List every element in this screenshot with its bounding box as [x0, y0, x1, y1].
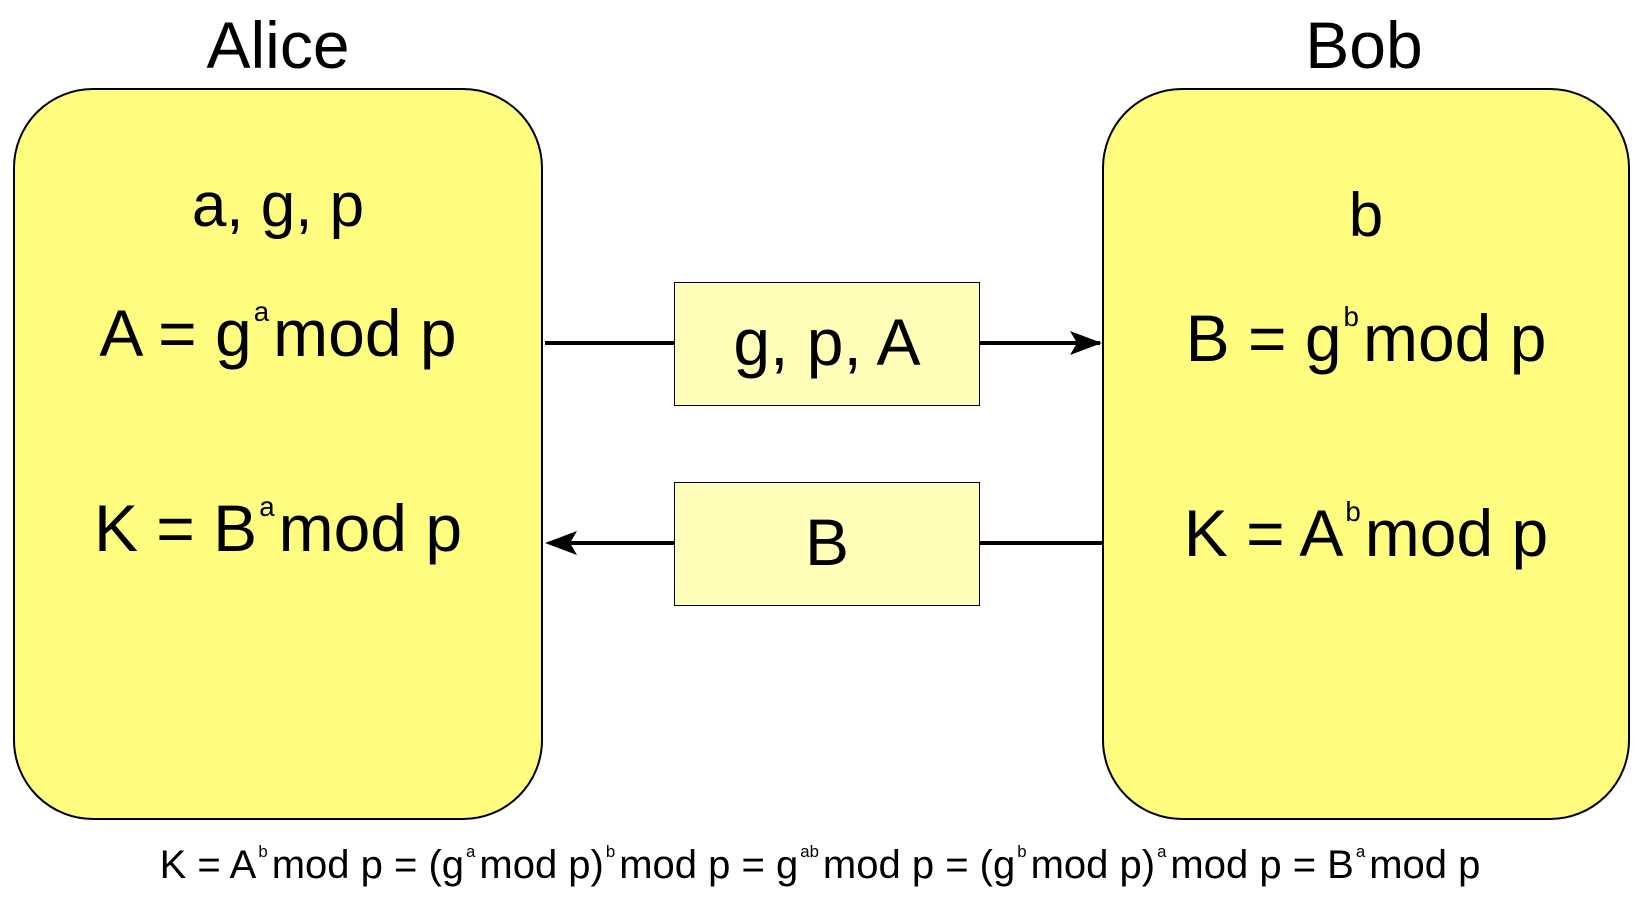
equation-part: K = A	[159, 843, 257, 887]
equation-part: mod p)	[1030, 843, 1156, 887]
equation-part: mod p = B	[1170, 843, 1354, 887]
alice-label: Alice	[206, 8, 350, 82]
equation-part: mod p = (g	[822, 843, 1016, 887]
alice-shared-key-formula: K = Bamod p	[15, 493, 541, 561]
message-to-alice: B	[674, 482, 980, 606]
alice-variables: a, g, p	[191, 171, 365, 240]
bob-variables: b	[1348, 181, 1384, 250]
equation-part: mod p = g	[619, 843, 799, 887]
alice-box: a, g, p A = gamod p K = Bamod p	[13, 88, 543, 820]
bob-shared-key-formula: K = Abmod p	[1104, 498, 1628, 566]
bob-label: Bob	[1305, 8, 1423, 82]
formula-lhs: K = A	[1183, 496, 1344, 570]
formula-rhs: mod p	[1364, 496, 1549, 570]
formula-lhs: B = g	[1185, 301, 1342, 375]
equation-exponent: b	[258, 842, 268, 861]
formula-rhs: mod p	[278, 491, 463, 565]
formula-exponent: a	[253, 296, 270, 328]
alice-public-key-formula: A = gamod p	[15, 298, 541, 366]
equation-exponent: b	[1017, 842, 1027, 861]
equation-exponent: a	[1355, 842, 1366, 861]
equation-exponent: a	[466, 842, 476, 861]
arrowhead-to-alice-icon	[545, 531, 577, 555]
equation-part: mod p)	[479, 843, 604, 887]
formula-lhs: K = B	[93, 491, 258, 565]
formula-rhs: mod p	[273, 296, 457, 370]
formula-rhs: mod p	[1362, 301, 1547, 375]
formula-exponent: a	[259, 491, 275, 523]
bob-public-key-formula: B = gbmod p	[1104, 303, 1628, 371]
formula-exponent: b	[1345, 496, 1361, 528]
bob-box: b B = gbmod p K = Abmod p	[1102, 88, 1630, 820]
equation-part: mod p = (g	[271, 843, 465, 887]
equation-exponent: b	[605, 842, 616, 861]
arrowhead-to-bob-icon	[1070, 331, 1102, 355]
message-to-bob: g, p, A	[674, 282, 980, 406]
equation-part: mod p	[1369, 843, 1481, 887]
formula-exponent: b	[1343, 301, 1359, 333]
equation-exponent: ab	[800, 842, 819, 861]
equation-exponent: a	[1157, 842, 1167, 861]
formula-lhs: A = g	[99, 296, 252, 370]
